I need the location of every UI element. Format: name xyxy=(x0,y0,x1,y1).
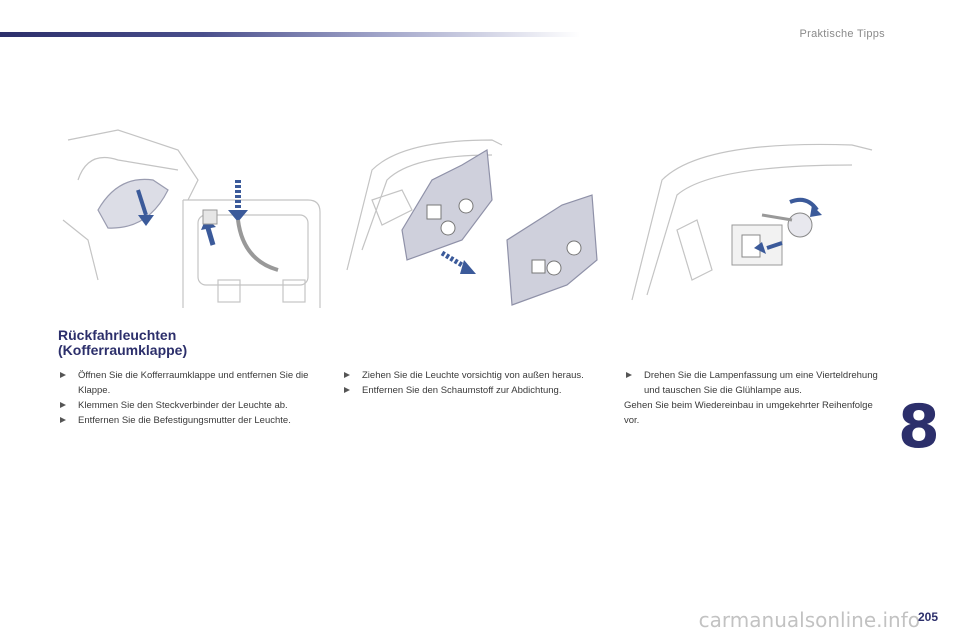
heading-line-2: (Kofferraumklappe) xyxy=(58,342,188,358)
page-number: 205 xyxy=(917,610,938,624)
instruction-step: Drehen Sie die Lampenfassung um eine Vie… xyxy=(624,368,886,398)
illustration-tailgate-cover xyxy=(58,120,330,310)
instructions-column-3: Drehen Sie die Lampenfassung um eine Vie… xyxy=(624,368,886,428)
heading-line-1: Rückfahrleuchten xyxy=(58,327,177,343)
instruction-step: Entfernen Sie den Schaumstoff zur Abdich… xyxy=(342,383,602,398)
illustration-lamp-removal xyxy=(342,120,614,310)
instructions-column-2: Ziehen Sie die Leuchte vorsichtig von au… xyxy=(342,368,602,398)
instruction-step: Klemmen Sie den Steckverbinder der Leuch… xyxy=(58,398,323,413)
section-title: Praktische Tipps xyxy=(799,28,885,40)
instruction-step: Öffnen Sie die Kofferraumklappe und entf… xyxy=(58,368,323,398)
instruction-step: Entfernen Sie die Befestigungsmutter der… xyxy=(58,413,323,428)
instructions-column-1: Öffnen Sie die Kofferraumklappe und entf… xyxy=(58,368,323,428)
header-gradient-bar xyxy=(0,32,580,37)
illustration-bulb-replacement xyxy=(622,120,894,310)
chapter-number: 8 xyxy=(898,392,940,462)
section-heading: Rückfahrleuchten (Kofferraumklappe) xyxy=(58,328,187,358)
watermark: carmanualsonline.info xyxy=(698,608,920,632)
instruction-note: Gehen Sie beim Wiedereinbau in umgekehrt… xyxy=(624,400,873,426)
instruction-step: Ziehen Sie die Leuchte vorsichtig von au… xyxy=(342,368,602,383)
